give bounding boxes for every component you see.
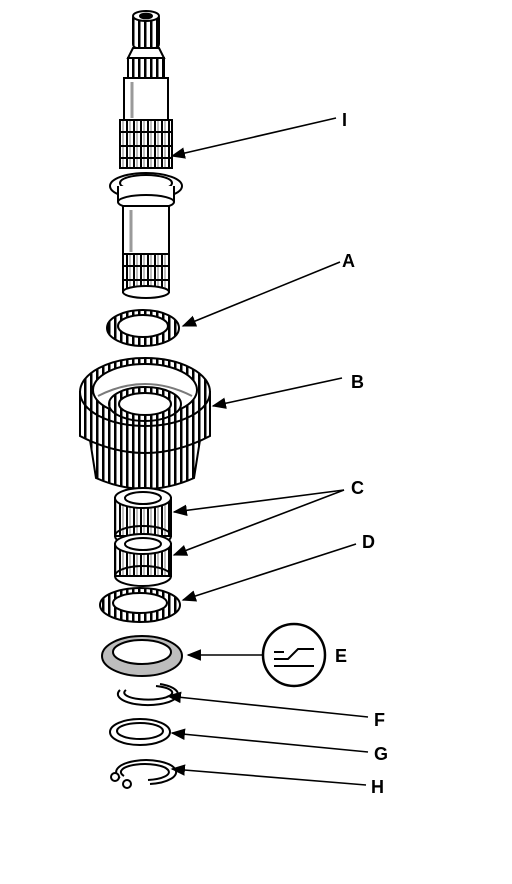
circlip-h [110, 759, 178, 789]
callout-label-f: F [374, 710, 385, 730]
gear-b [79, 357, 211, 490]
callout-label-b: B [351, 372, 364, 392]
spacer-ring-g [109, 718, 171, 746]
callout-label-i: I [342, 110, 347, 130]
shaft-bearing-race-upper [119, 119, 173, 169]
leader-a [181, 261, 341, 327]
leader-c-upper [172, 489, 345, 517]
callout-label-h: H [371, 777, 384, 797]
thrust-bearing-d [99, 587, 181, 623]
leader-i [170, 117, 337, 159]
leader-d [181, 543, 357, 602]
leader-f [166, 691, 369, 718]
leader-g [170, 728, 369, 753]
needle-bearing-c-upper [114, 487, 172, 547]
callout-label-e: E [335, 646, 347, 666]
leader-c-lower [172, 489, 345, 556]
shaft-splined-section [127, 57, 165, 79]
leader-lines [166, 117, 369, 786]
leader-h [170, 764, 367, 786]
callout-label-a: A [342, 251, 355, 271]
callout-label-d: D [362, 532, 375, 552]
callout-label-c: C [351, 478, 364, 498]
callout-labels: I A B C D E F G H [335, 110, 388, 797]
needle-bearing-c-lower [114, 533, 172, 587]
snap-ring-f [116, 683, 179, 707]
callout-label-g: G [374, 744, 388, 764]
thrust-washer-a [106, 309, 180, 347]
shim-race-e [101, 635, 183, 677]
taper-shim-symbol-icon [261, 622, 327, 688]
mainshaft [109, 10, 183, 299]
leader-b [211, 377, 343, 409]
